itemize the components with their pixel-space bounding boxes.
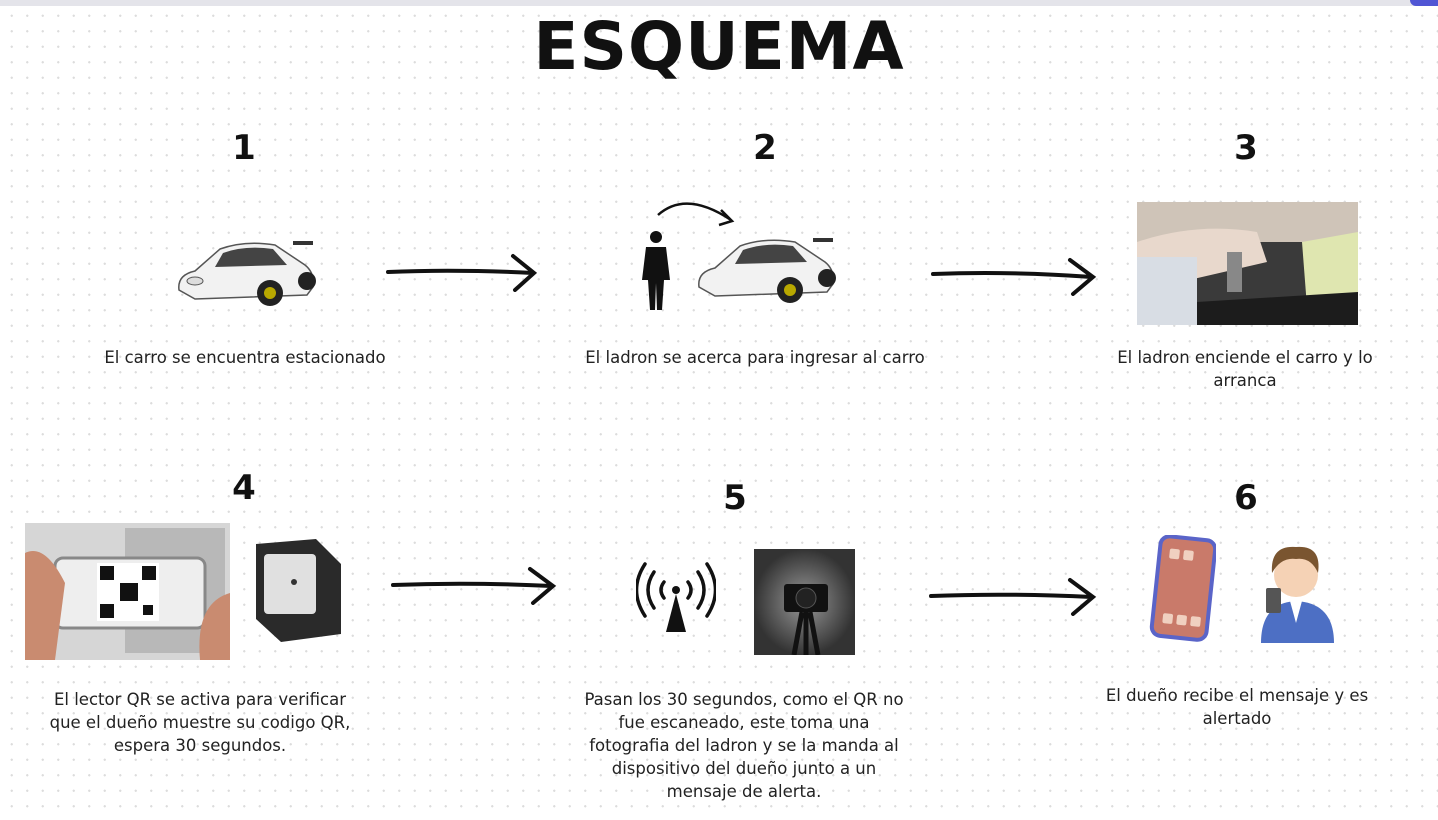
camera-photo <box>754 549 855 655</box>
arrow-2-3 <box>931 258 1097 296</box>
car-image <box>178 241 316 306</box>
step-number-1: 1 <box>232 128 256 168</box>
car-ignition-photo <box>1137 202 1358 325</box>
qr-phone-photo <box>25 523 230 660</box>
thief-person-icon <box>642 202 735 310</box>
smartphone-icon <box>1149 535 1216 642</box>
step-number-3: 3 <box>1234 128 1258 168</box>
step-number-6: 6 <box>1234 478 1258 518</box>
step-number-2: 2 <box>753 128 777 168</box>
arrow-1-2 <box>386 254 538 292</box>
step-caption-5: Pasan los 30 segundos, como el QR no fue… <box>584 690 904 801</box>
step-caption-4: El lector QR se activa para verificar qu… <box>49 690 351 755</box>
top-bar <box>0 0 1438 6</box>
step-caption-3: El ladron enciende el carro y lo arranca <box>1117 348 1373 390</box>
corner-button[interactable] <box>1410 0 1438 6</box>
car-image-2 <box>698 238 836 303</box>
qr-reader-device <box>256 539 341 642</box>
step-caption-6: El dueño recibe el mensaje y es alertado <box>1105 686 1369 728</box>
step-caption-1: El carro se encuentra estacionado <box>104 348 386 367</box>
diagram-title: ESQUEMA <box>533 8 905 85</box>
arrow-4-5 <box>391 567 557 605</box>
arrow-5-6 <box>929 578 1097 616</box>
step-number-5: 5 <box>723 478 747 518</box>
step-caption-2: El ladron se acerca para ingresar al car… <box>585 348 925 367</box>
owner-person-icon <box>1261 546 1334 643</box>
wireless-signal-icon <box>636 562 716 632</box>
step-number-4: 4 <box>232 468 256 508</box>
